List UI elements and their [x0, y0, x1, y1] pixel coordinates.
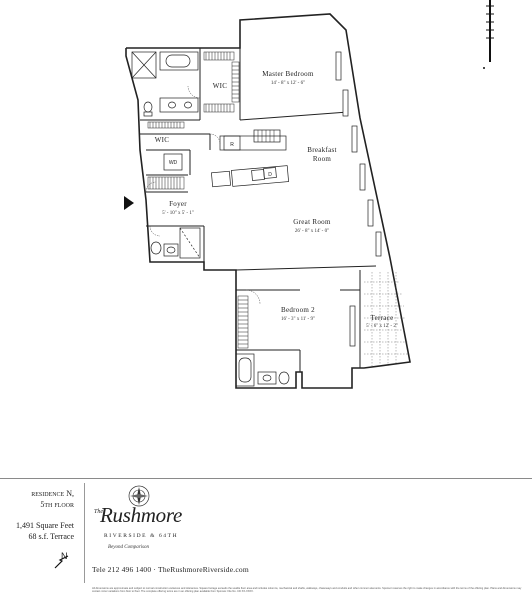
interior-walls [140, 48, 377, 372]
wic-upper-label: WIC [213, 82, 228, 90]
great-room-dims: 26' - 8" x 14' - 0" [295, 229, 329, 234]
brand-subtitle: RIVERSIDE & 64TH [104, 533, 179, 539]
footer-divider [0, 478, 532, 479]
floor-label: 5th floor [40, 500, 74, 509]
contact-info: Tele 212 496 1400 · TheRushmoreRiverside… [92, 565, 249, 574]
closet-shelving [147, 51, 249, 349]
north-label: N [61, 551, 68, 561]
windows [335, 51, 382, 347]
kitchen [211, 129, 289, 188]
terrace-paving [364, 272, 408, 366]
terrace-area: 68 s.f. Terrace [28, 532, 75, 541]
bedroom-2-bath [235, 353, 290, 387]
great-room-label: Great Room [293, 218, 331, 226]
terrace-label: Terrace [371, 314, 394, 322]
entry-arrow-icon [124, 196, 134, 210]
bedroom-2-dims: 16' - 3" x 11' - 9" [281, 317, 315, 322]
brand-name: Rushmore [100, 503, 182, 527]
north-arrow-icon [54, 555, 69, 569]
compass-rose-icon [128, 485, 150, 507]
floor-plan: Master Bedroom 14' - 8" x 12' - 6" WIC W… [124, 13, 411, 389]
terrace-dims: 5' - 6" x 12' - 2" [366, 324, 398, 329]
range-label: R [230, 142, 234, 148]
dishwasher-label: D [268, 172, 272, 178]
bedroom-2-label: Bedroom 2 [281, 306, 315, 314]
powder-room [150, 227, 201, 259]
washer-dryer-label: WD [169, 160, 178, 166]
foyer-dims: 5' - 10" x 5' - 1" [162, 211, 194, 216]
scale-bar-icon [483, 0, 494, 69]
foyer-label: Foyer [169, 200, 187, 208]
residence-id: N, [66, 489, 74, 498]
breakfast-room-label: Breakfast [307, 146, 337, 154]
brand-prefix: The [94, 509, 103, 515]
residence-label: residence [31, 489, 65, 498]
brand-tagline: Beyond Comparison [108, 545, 149, 550]
washer-dryer [163, 153, 183, 171]
master-bedroom-label: Master Bedroom [262, 70, 314, 78]
unit-area: 1,491 Square Feet [16, 521, 74, 530]
breakfast-room-label-2: Room [313, 155, 332, 163]
exterior-walls [125, 13, 411, 389]
master-bedroom-dims: 14' - 8" x 12' - 6" [271, 81, 305, 86]
legal-disclaimer: All dimensions are approximate and subje… [92, 587, 522, 594]
unit-info: residence N, 5th floor 1,491 Square Feet… [10, 488, 74, 542]
wic-lower-label: WIC [155, 136, 170, 144]
master-bathroom [131, 51, 199, 117]
footer-vertical-divider [84, 483, 85, 583]
door-swings [145, 85, 261, 305]
